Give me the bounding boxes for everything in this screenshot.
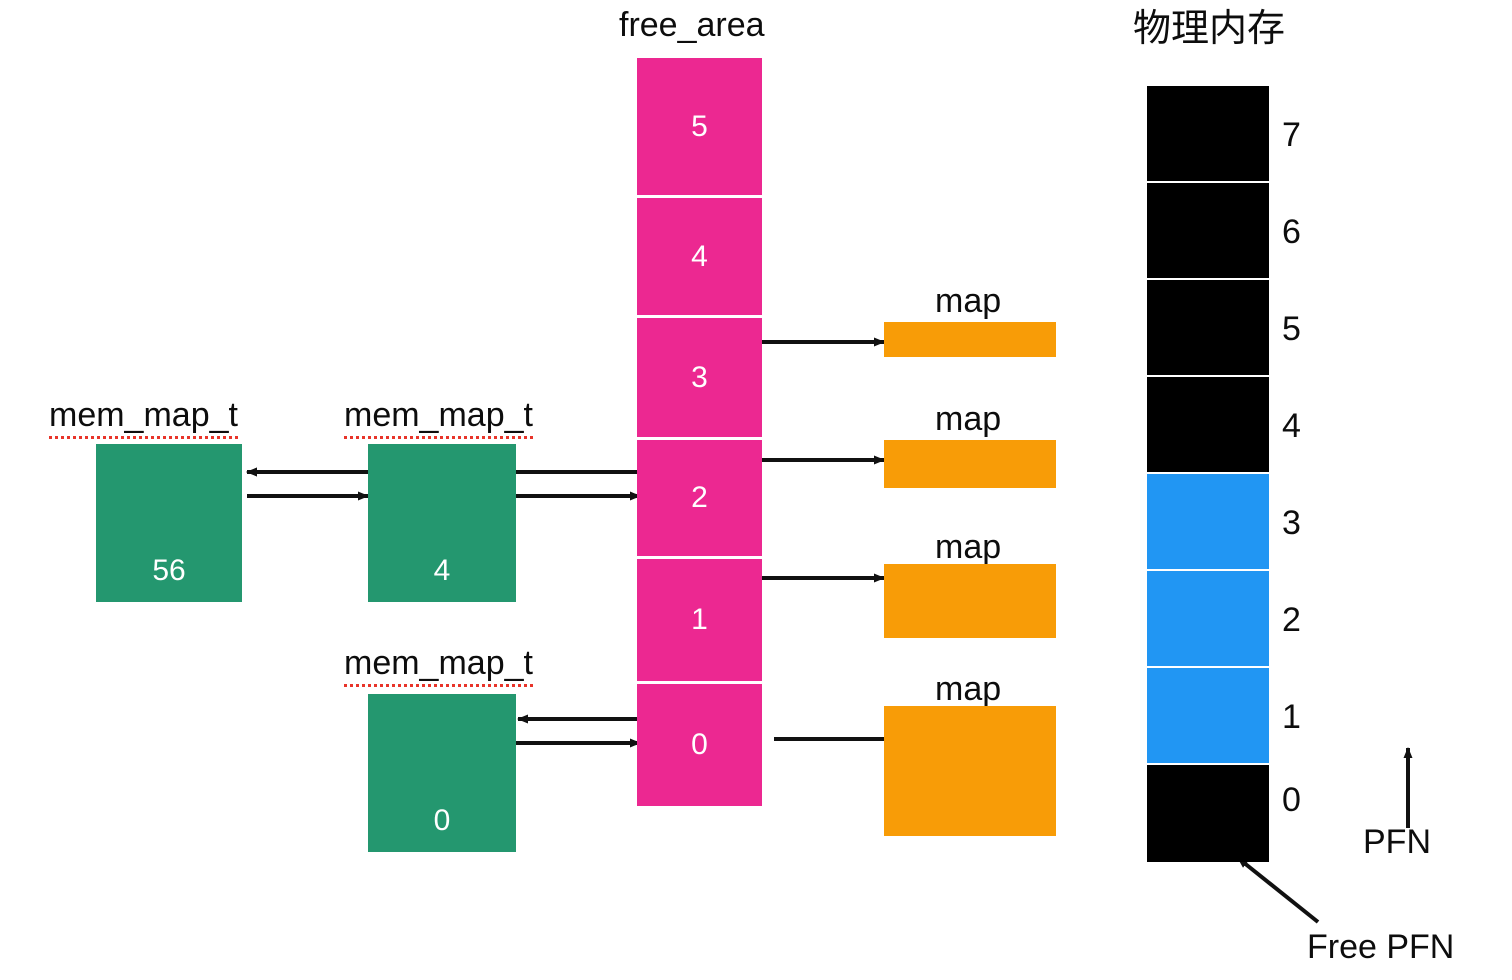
free-area-cell-label: 5 xyxy=(691,109,708,143)
free-area-cell-label: 0 xyxy=(691,728,708,761)
physical-page-number-1: 1 xyxy=(1282,698,1301,736)
map-box-4[interactable] xyxy=(884,706,1056,836)
arrow-free-pfn-callout xyxy=(1236,856,1320,924)
physical-page-number-7: 7 xyxy=(1282,116,1301,154)
physical-page-number-3: 3 xyxy=(1282,504,1301,542)
mem-map-t-label-text: mem_map_t xyxy=(344,396,533,439)
physical-page-number-0: 0 xyxy=(1282,781,1301,819)
map-title-4: map xyxy=(935,670,1002,708)
map-title-3: map xyxy=(935,528,1002,566)
mem-map-t-value: 56 xyxy=(152,554,186,587)
map-box-1[interactable] xyxy=(884,322,1056,357)
free-area-cell-order-3[interactable]: 3 xyxy=(637,318,762,440)
free-area-cell-order-0[interactable]: 0 xyxy=(637,684,762,806)
free-area-title: free_area xyxy=(619,6,765,44)
free-area-cell-order-2[interactable]: 2 xyxy=(637,440,762,559)
free-area-cell-order-4[interactable]: 4 xyxy=(637,198,762,318)
mem-map-t-node-56[interactable]: 56 xyxy=(96,444,242,602)
physical-page-2[interactable] xyxy=(1147,571,1269,668)
mem-map-t-label-3: mem_map_t xyxy=(344,644,533,687)
mem-map-t-label-text: mem_map_t xyxy=(49,396,238,439)
mem-map-t-node-4[interactable]: 4 xyxy=(368,444,516,602)
physical-page-number-6: 6 xyxy=(1282,213,1301,251)
mem-map-t-label-2: mem_map_t xyxy=(344,396,533,439)
physical-page-6[interactable] xyxy=(1147,183,1269,280)
physical-page-4[interactable] xyxy=(1147,377,1269,474)
free-pfn-callout-label: Free PFN xyxy=(1307,928,1455,966)
physical-page-7[interactable] xyxy=(1147,86,1269,183)
free-area-cell-order-5[interactable]: 5 xyxy=(637,58,762,198)
physical-page-3[interactable] xyxy=(1147,474,1269,571)
physical-page-1[interactable] xyxy=(1147,668,1269,765)
physical-page-0[interactable] xyxy=(1147,765,1269,862)
free-area-cell-label: 2 xyxy=(691,481,708,514)
mem-map-t-label-1: mem_map_t xyxy=(49,396,238,439)
physical-page-number-5: 5 xyxy=(1282,310,1301,348)
free-area-cell-label: 3 xyxy=(691,360,708,394)
mem-map-t-value: 0 xyxy=(433,804,451,837)
map-box-2[interactable] xyxy=(884,440,1056,488)
physical-page-5[interactable] xyxy=(1147,280,1269,377)
mem-map-t-node-0[interactable]: 0 xyxy=(368,694,516,852)
map-title-1: map xyxy=(935,282,1002,320)
arrow-memmap4-to-memmap56 xyxy=(246,467,369,501)
physical-page-number-4: 4 xyxy=(1282,407,1301,445)
physical-memory-title: 物理内存 xyxy=(1133,8,1286,50)
map-box-3[interactable] xyxy=(884,564,1056,638)
arrow-freearea0-to-memmap0 xyxy=(516,714,641,748)
physical-memory-column xyxy=(1147,86,1269,862)
free-area-cell-label: 1 xyxy=(691,603,708,636)
pfn-axis-label: PFN xyxy=(1363,823,1431,861)
mem-map-t-label-text: mem_map_t xyxy=(344,644,533,687)
free-area-column: 5 4 3 2 1 0 xyxy=(637,58,762,806)
mem-map-t-value: 4 xyxy=(433,554,451,587)
map-title-2: map xyxy=(935,400,1002,438)
physical-page-number-2: 2 xyxy=(1282,601,1301,639)
free-area-cell-label: 4 xyxy=(691,239,708,273)
free-area-cell-order-1[interactable]: 1 xyxy=(637,559,762,684)
